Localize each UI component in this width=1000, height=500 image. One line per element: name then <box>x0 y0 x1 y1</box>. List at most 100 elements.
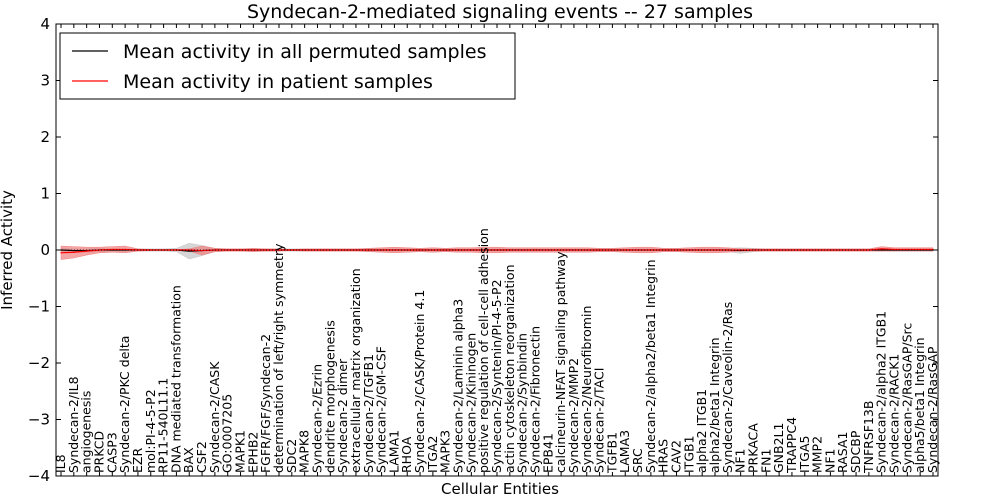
x-tick-label: Syndecan-2/IL8 <box>66 376 81 473</box>
series-1-point <box>906 248 908 251</box>
series-1-point <box>73 251 75 253</box>
series-1-point <box>752 249 755 251</box>
y-tick-label: −3 <box>28 411 50 429</box>
x-tick-label: ITGA2 <box>425 435 440 473</box>
series-1-point <box>98 249 101 251</box>
series-1-point <box>765 249 767 251</box>
legend-label-permuted: Mean activity in all permuted samples <box>123 41 486 63</box>
x-tick-label: FGFR/FGF/Syndecan-2 <box>258 334 273 473</box>
x-tick-label: EPHB2 <box>245 432 260 473</box>
x-tick-label: calcineurin-NFAT signaling pathway <box>553 251 568 473</box>
x-tick-label: RASA1 <box>835 432 850 473</box>
y-tick-label: 3 <box>40 72 50 90</box>
series-1-point <box>304 249 306 251</box>
x-tick-label: CAV2 <box>669 440 684 473</box>
x-tick-label: Syndecan-2/Kininogen <box>463 333 478 473</box>
series-1-point <box>60 252 62 254</box>
series-0-point <box>188 250 190 252</box>
x-tick-label: BAX <box>181 447 196 473</box>
series-1-point <box>86 250 88 252</box>
y-tick-label: 2 <box>40 128 50 146</box>
series-1-point <box>816 249 819 251</box>
x-tick-label: extracellular matrix organization <box>348 268 363 473</box>
x-tick-label: MAPK8 <box>297 430 312 473</box>
series-1-point <box>291 249 293 251</box>
x-tick-label: Syndecan-2/alpha2/beta1 Integrin <box>643 259 658 473</box>
series-1-point <box>893 248 896 251</box>
x-tick-label: positive regulation of cell-cell adhesio… <box>476 228 491 473</box>
series-1-point <box>432 249 434 251</box>
x-tick-label: Syndecan-2/MMP2 <box>566 358 581 473</box>
x-tick-label: Syndecan-2/Laminin alpha3 <box>451 299 466 473</box>
x-tick-label: ITGB1 <box>681 435 696 473</box>
y-tick-label: 1 <box>40 185 50 203</box>
x-tick-label: alpha2 ITGB1 <box>694 389 709 473</box>
x-tick-label: EZR <box>130 448 145 473</box>
x-tick-label: Syndecan-2/Caveolin-2/Ras <box>720 302 735 473</box>
x-tick-label: Syndecan-2/alpha2 ITGB1 <box>874 311 889 473</box>
x-axis-title: Cellular Entities <box>441 480 559 498</box>
y-axis-title: Inferred Activity <box>0 190 16 310</box>
x-tick-label: Syndecan-2/Fibronectin <box>527 326 542 473</box>
series-1-point <box>342 249 344 251</box>
series-1-point <box>393 249 396 251</box>
x-tick-label: IL8 <box>53 454 68 473</box>
y-tick-label: 0 <box>40 241 50 259</box>
series-1-point <box>470 249 472 251</box>
series-1-point <box>239 249 242 251</box>
x-tick-label: NF1 <box>733 449 748 474</box>
x-tick-label: SRC <box>630 448 645 473</box>
x-tick-label: CASP3 <box>104 432 119 473</box>
series-1-point <box>201 249 203 252</box>
x-tick-label: TRAPPC4 <box>784 417 799 474</box>
x-tick-label: TNFRSF13B <box>861 401 876 474</box>
x-tick-label: SDCBP <box>848 430 863 473</box>
x-tick-label: MAPK1 <box>233 430 248 473</box>
x-tick-label: LAMA3 <box>617 430 632 473</box>
x-tick-label: alpha2/beta1 Integrin <box>707 337 722 473</box>
x-tick-label: dendrite morphogenesis <box>322 320 337 473</box>
x-tick-label: TGFB1 <box>604 432 619 474</box>
x-tick-label: Syndecan-2 dimer <box>335 358 350 473</box>
series-1-point <box>675 249 678 251</box>
x-tick-label: Syndecan-2/Ezrin <box>309 364 324 473</box>
x-tick-label: EPB41 <box>540 433 555 473</box>
x-tick-label: GNB2L1 <box>771 423 786 473</box>
x-tick-label: MAPK3 <box>438 430 453 473</box>
y-tick-label: 4 <box>40 15 50 33</box>
series-1-point <box>150 249 152 251</box>
legend: Mean activity in all permuted samples Me… <box>59 32 516 100</box>
plot-frame <box>55 23 939 477</box>
legend-label-patient: Mean activity in patient samples <box>123 71 433 93</box>
x-tick-label: Syndecan-2/TACI <box>592 368 607 473</box>
x-tick-label: Syndecan-2/CASK/Protein 4.1 <box>412 290 427 473</box>
series-1-point <box>855 249 857 251</box>
x-tick-label: RP11-540L11.1 <box>156 378 171 473</box>
y-tick-label: −2 <box>28 354 50 372</box>
x-tick-label: Syndecan-2/CASK <box>207 361 222 473</box>
series-1-point <box>483 249 485 251</box>
x-tick-label: alpha5/beta1 Integrin <box>912 337 927 473</box>
x-tick-label: Syndecan-2/RACK1 <box>887 354 902 473</box>
x-tick-label: angiogenesis <box>79 391 94 473</box>
x-tick-label: PRKCD <box>91 431 106 473</box>
y-tick-label: −4 <box>28 467 50 485</box>
x-tick-label: GO:0007205 <box>220 394 235 473</box>
series-1-point <box>573 249 575 251</box>
x-tick-label: RHOA <box>399 436 414 473</box>
series-1-point <box>624 249 626 251</box>
series-1-point <box>252 249 254 251</box>
series-1-point <box>162 249 165 251</box>
series-1-point <box>714 249 716 251</box>
series-1-point <box>380 249 383 251</box>
series-1-point <box>881 248 883 250</box>
x-tick-label: ITGA5 <box>797 435 812 473</box>
series-lines <box>56 248 938 254</box>
series-1-point <box>522 249 524 251</box>
x-tick-label: Syndecan-2/Syntenin/PI-4-5-P2 <box>489 279 504 473</box>
x-tick-label: PRKACA <box>745 423 760 473</box>
series-1-point <box>663 249 665 251</box>
